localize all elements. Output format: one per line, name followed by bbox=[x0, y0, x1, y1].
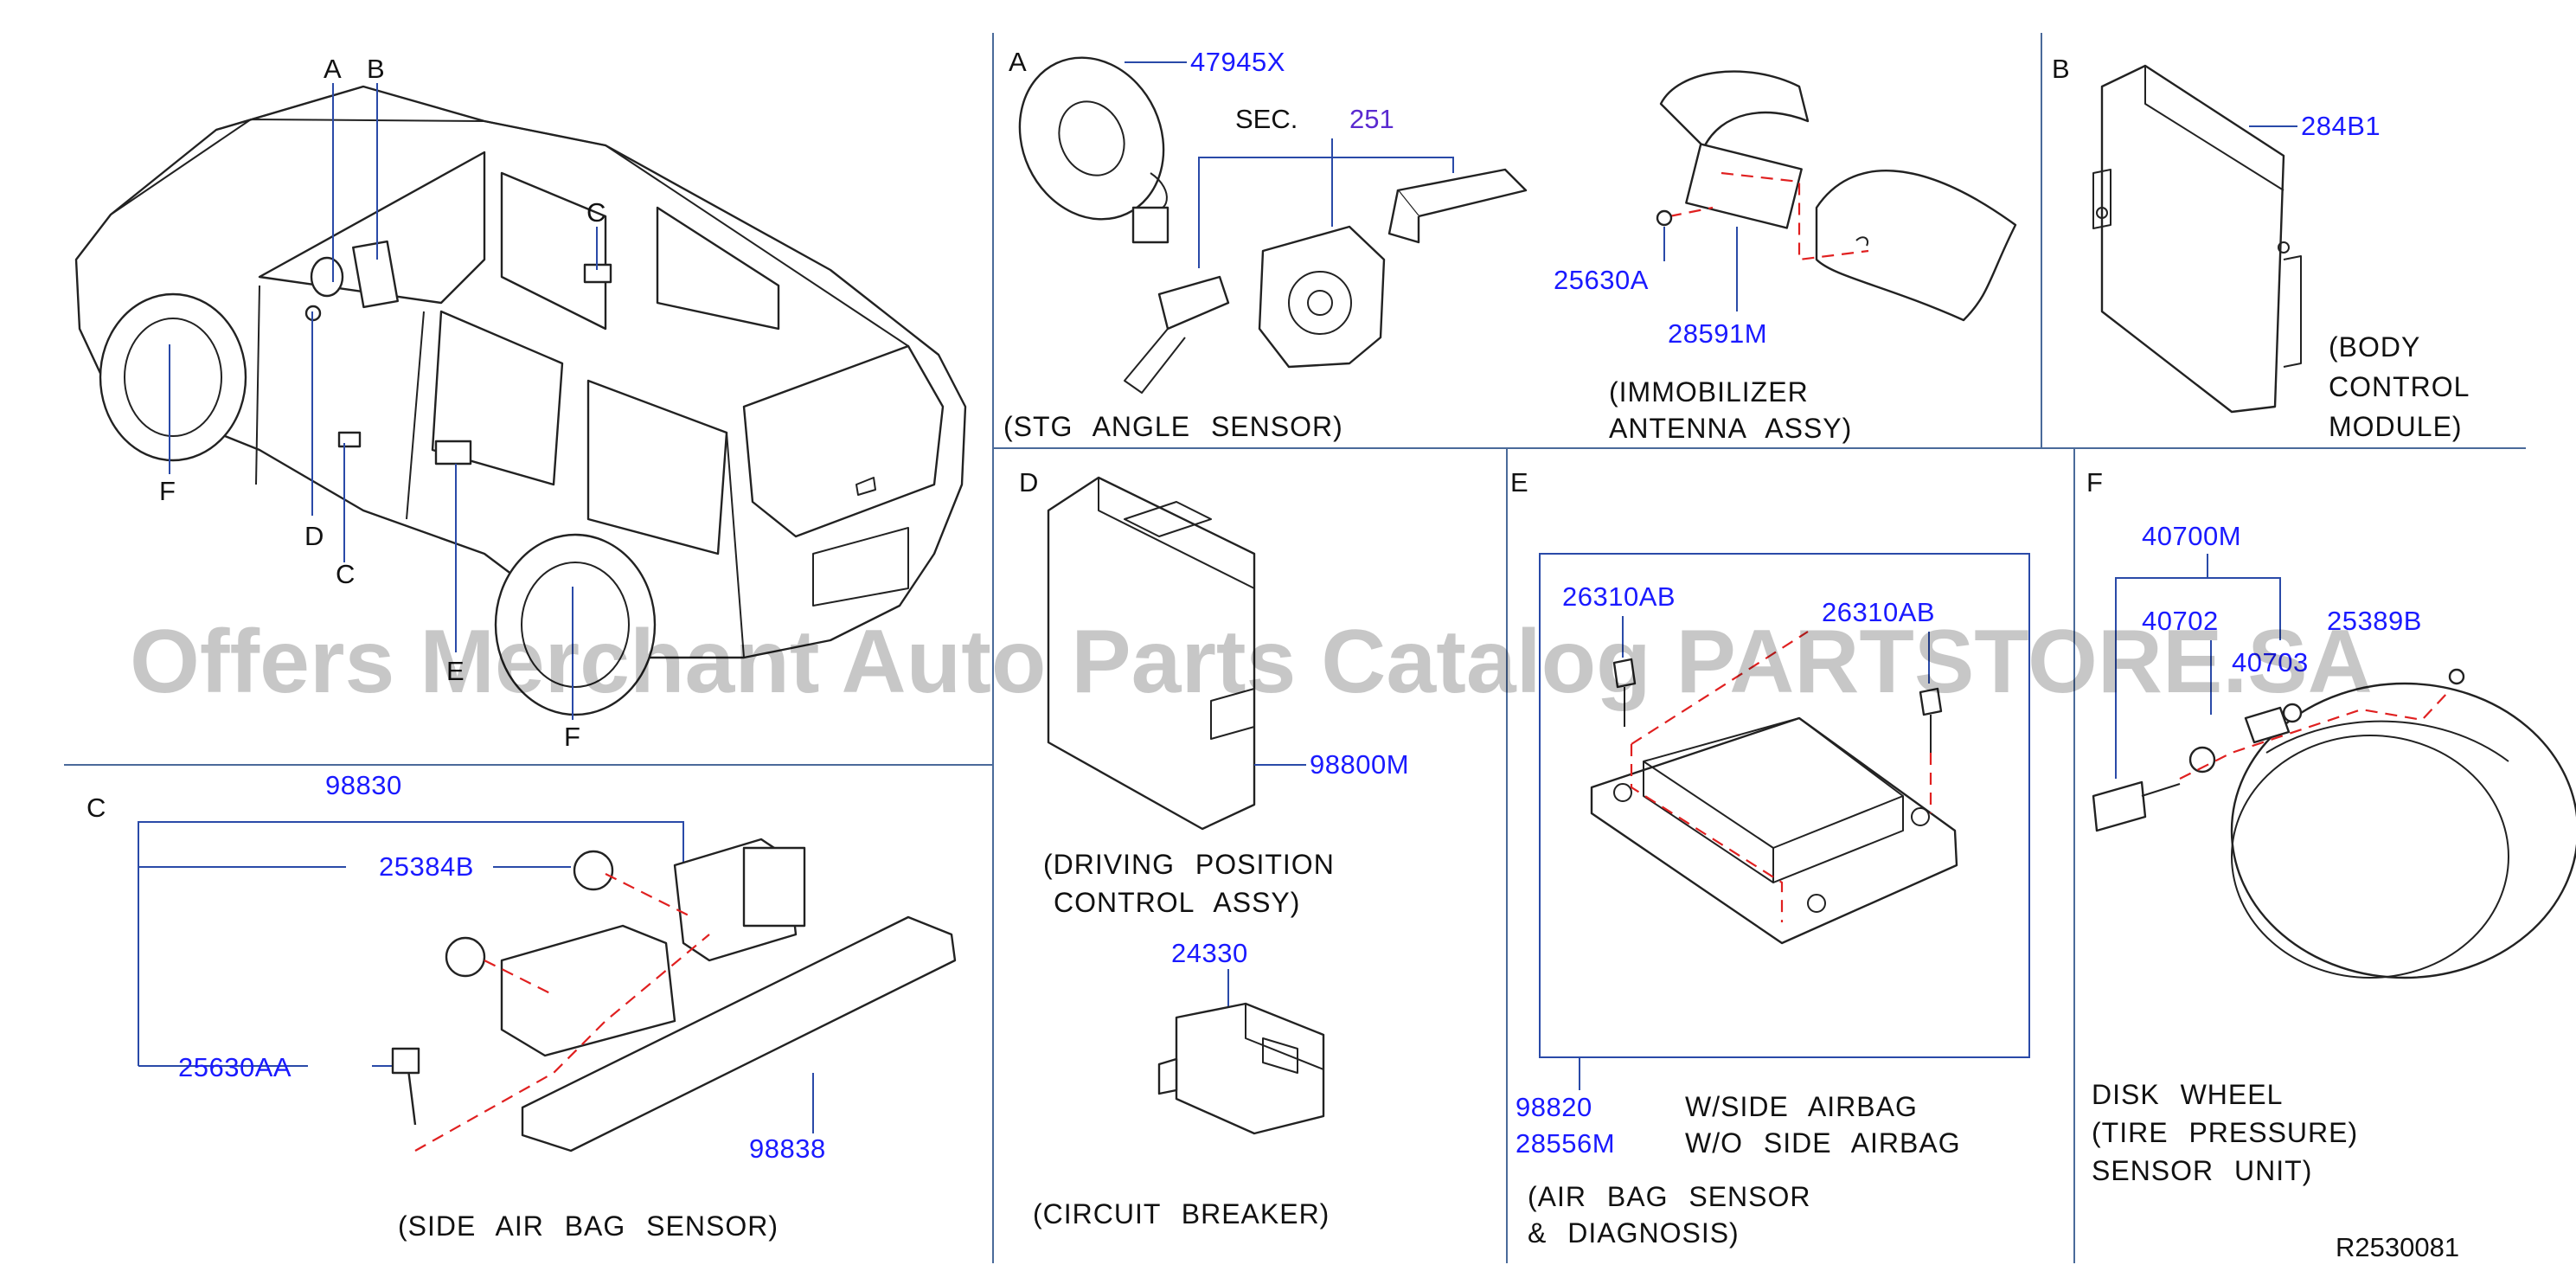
section-a: A 47945X SEC. 251 25630A 28591M (STG ANG… bbox=[1003, 47, 2017, 444]
callout-c-lower: C bbox=[336, 559, 355, 589]
part-24330[interactable]: 24330 bbox=[1171, 938, 1248, 968]
caption-driving-position-2: CONTROL ASSY) bbox=[1054, 887, 1300, 918]
callout-e: E bbox=[446, 656, 465, 686]
note-without-side-airbag: W/O SIDE AIRBAG bbox=[1685, 1127, 1961, 1159]
part-98830[interactable]: 98830 bbox=[325, 770, 402, 800]
section-d-letter: D bbox=[1019, 467, 1038, 498]
part-28591m[interactable]: 28591M bbox=[1668, 318, 1767, 349]
caption-immobilizer-1: (IMMOBILIZER bbox=[1609, 376, 1809, 408]
section-a-letter: A bbox=[1009, 47, 1027, 77]
vehicle-callouts: A B C D C E F F bbox=[159, 54, 606, 752]
section-e: E 26310AB 26310AB 98820 28556M W/SIDE AI… bbox=[1510, 467, 2030, 1249]
vehicle-illustration bbox=[74, 85, 967, 716]
caption-body-1: (BODY bbox=[2329, 331, 2420, 363]
part-40702[interactable]: 40702 bbox=[2142, 606, 2219, 636]
caption-sensor-unit: SENSOR UNIT) bbox=[2092, 1155, 2312, 1186]
part-25384b[interactable]: 25384B bbox=[379, 851, 474, 882]
caption-stg-angle-sensor: (STG ANGLE SENSOR) bbox=[1003, 411, 1343, 442]
note-with-side-airbag: W/SIDE AIRBAG bbox=[1685, 1091, 1918, 1122]
section-f: F 40700M 40702 25389B 40703 DISK WHEEL (… bbox=[2086, 467, 2576, 1186]
part-98838[interactable]: 98838 bbox=[749, 1133, 826, 1164]
part-26310ab-left[interactable]: 26310AB bbox=[1562, 581, 1676, 612]
diagram-reference: R2530081 bbox=[2336, 1232, 2459, 1262]
part-25630a[interactable]: 25630A bbox=[1554, 265, 1649, 295]
part-98820[interactable]: 98820 bbox=[1515, 1092, 1592, 1122]
callout-c-upper: C bbox=[586, 197, 606, 228]
callout-f-rear: F bbox=[564, 722, 580, 752]
watermark: Offers Merchant Auto Parts Catalog PARTS… bbox=[130, 612, 2373, 712]
section-d: D 98800M (DRIVING POSITION CONTROL ASSY)… bbox=[1019, 467, 1409, 1229]
part-47945x[interactable]: 47945X bbox=[1190, 47, 1285, 77]
part-40703[interactable]: 40703 bbox=[2232, 647, 2309, 677]
section-c: C 98830 25384B 25630AA 98838 (SIDE AIR B… bbox=[87, 770, 957, 1242]
section-b-letter: B bbox=[2052, 54, 2070, 84]
caption-airbag-sensor-1: (AIR BAG SENSOR bbox=[1528, 1181, 1811, 1212]
section-c-letter: C bbox=[87, 793, 106, 823]
part-98800m[interactable]: 98800M bbox=[1310, 749, 1409, 780]
part-26310ab-right[interactable]: 26310AB bbox=[1822, 597, 1935, 627]
caption-tire-pressure: (TIRE PRESSURE) bbox=[2092, 1117, 2358, 1148]
callout-b: B bbox=[367, 54, 385, 84]
caption-circuit-breaker: (CIRCUIT BREAKER) bbox=[1033, 1198, 1330, 1229]
part-40700m[interactable]: 40700M bbox=[2142, 521, 2241, 551]
caption-driving-position-1: (DRIVING POSITION bbox=[1043, 849, 1335, 880]
part-28556m[interactable]: 28556M bbox=[1515, 1128, 1615, 1159]
caption-side-airbag-sensor: (SIDE AIR BAG SENSOR) bbox=[398, 1210, 779, 1242]
panel-dividers bbox=[64, 33, 2526, 1263]
caption-airbag-sensor-2: & DIAGNOSIS) bbox=[1528, 1217, 1740, 1249]
sec-number[interactable]: 251 bbox=[1349, 104, 1394, 134]
part-25630aa[interactable]: 25630AA bbox=[178, 1052, 292, 1082]
callout-a: A bbox=[324, 54, 342, 84]
caption-body-3: MODULE) bbox=[2329, 411, 2463, 442]
section-f-letter: F bbox=[2086, 467, 2103, 498]
caption-disk-wheel: DISK WHEEL bbox=[2092, 1079, 2283, 1110]
callout-d: D bbox=[304, 521, 324, 551]
section-b: B 284B1 (BODY CONTROL MODULE) bbox=[2052, 54, 2470, 442]
caption-immobilizer-2: ANTENNA ASSY) bbox=[1609, 413, 1852, 444]
section-e-letter: E bbox=[1510, 467, 1528, 498]
part-25389b[interactable]: 25389B bbox=[2327, 606, 2422, 636]
part-284b1[interactable]: 284B1 bbox=[2301, 111, 2381, 141]
callout-f-front: F bbox=[159, 476, 176, 506]
caption-body-2: CONTROL bbox=[2329, 371, 2470, 402]
sec-label: SEC. bbox=[1235, 104, 1298, 134]
